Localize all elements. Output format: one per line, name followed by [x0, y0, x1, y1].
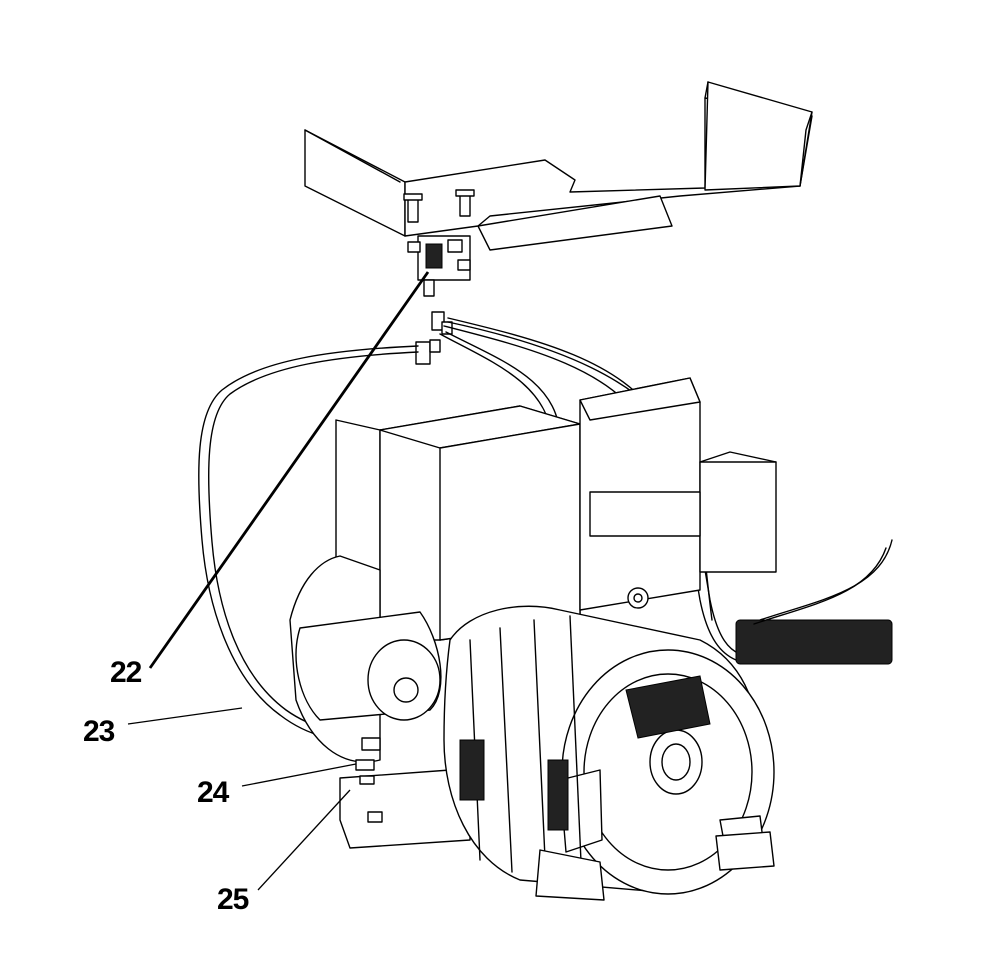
mounting-bracket [304, 81, 813, 297]
callout-23: 23 [83, 715, 115, 748]
callout-22: 22 [110, 656, 142, 689]
leader-line-24 [241, 763, 357, 787]
callout-25: 25 [217, 883, 249, 916]
leader-line-22 [148, 271, 430, 669]
small-hardware [355, 737, 381, 785]
callout-24: 24 [197, 776, 229, 809]
leader-line-25 [257, 789, 351, 891]
burner-motor [289, 555, 775, 901]
leader-line-23 [127, 707, 243, 725]
